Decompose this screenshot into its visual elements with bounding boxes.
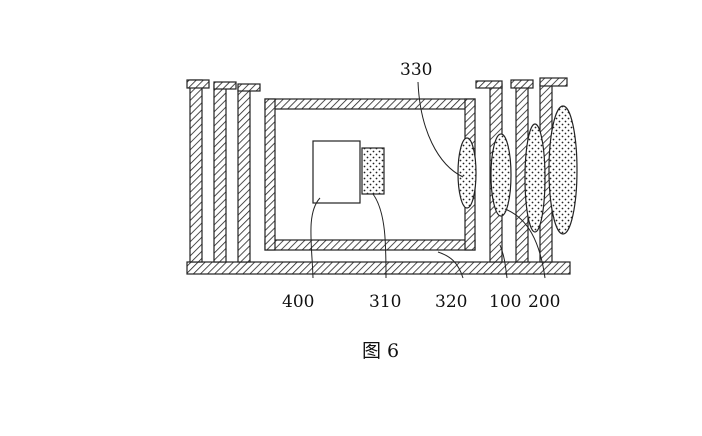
oval-element-c: [548, 105, 578, 235]
label-400: 400: [282, 292, 314, 312]
label-310: 310: [369, 292, 401, 312]
leader-lines: [310, 81, 546, 279]
oval-element-330: [457, 137, 477, 209]
figure-caption: 图 6: [362, 340, 399, 362]
label-100: 100: [489, 292, 521, 312]
label-200: 200: [528, 292, 560, 312]
oval-element-a: [490, 133, 512, 217]
component-310: [361, 147, 385, 195]
label-320: 320: [435, 292, 467, 312]
component-400: [312, 140, 361, 204]
oval-element-b: [524, 123, 546, 233]
label-330: 330: [400, 60, 432, 80]
